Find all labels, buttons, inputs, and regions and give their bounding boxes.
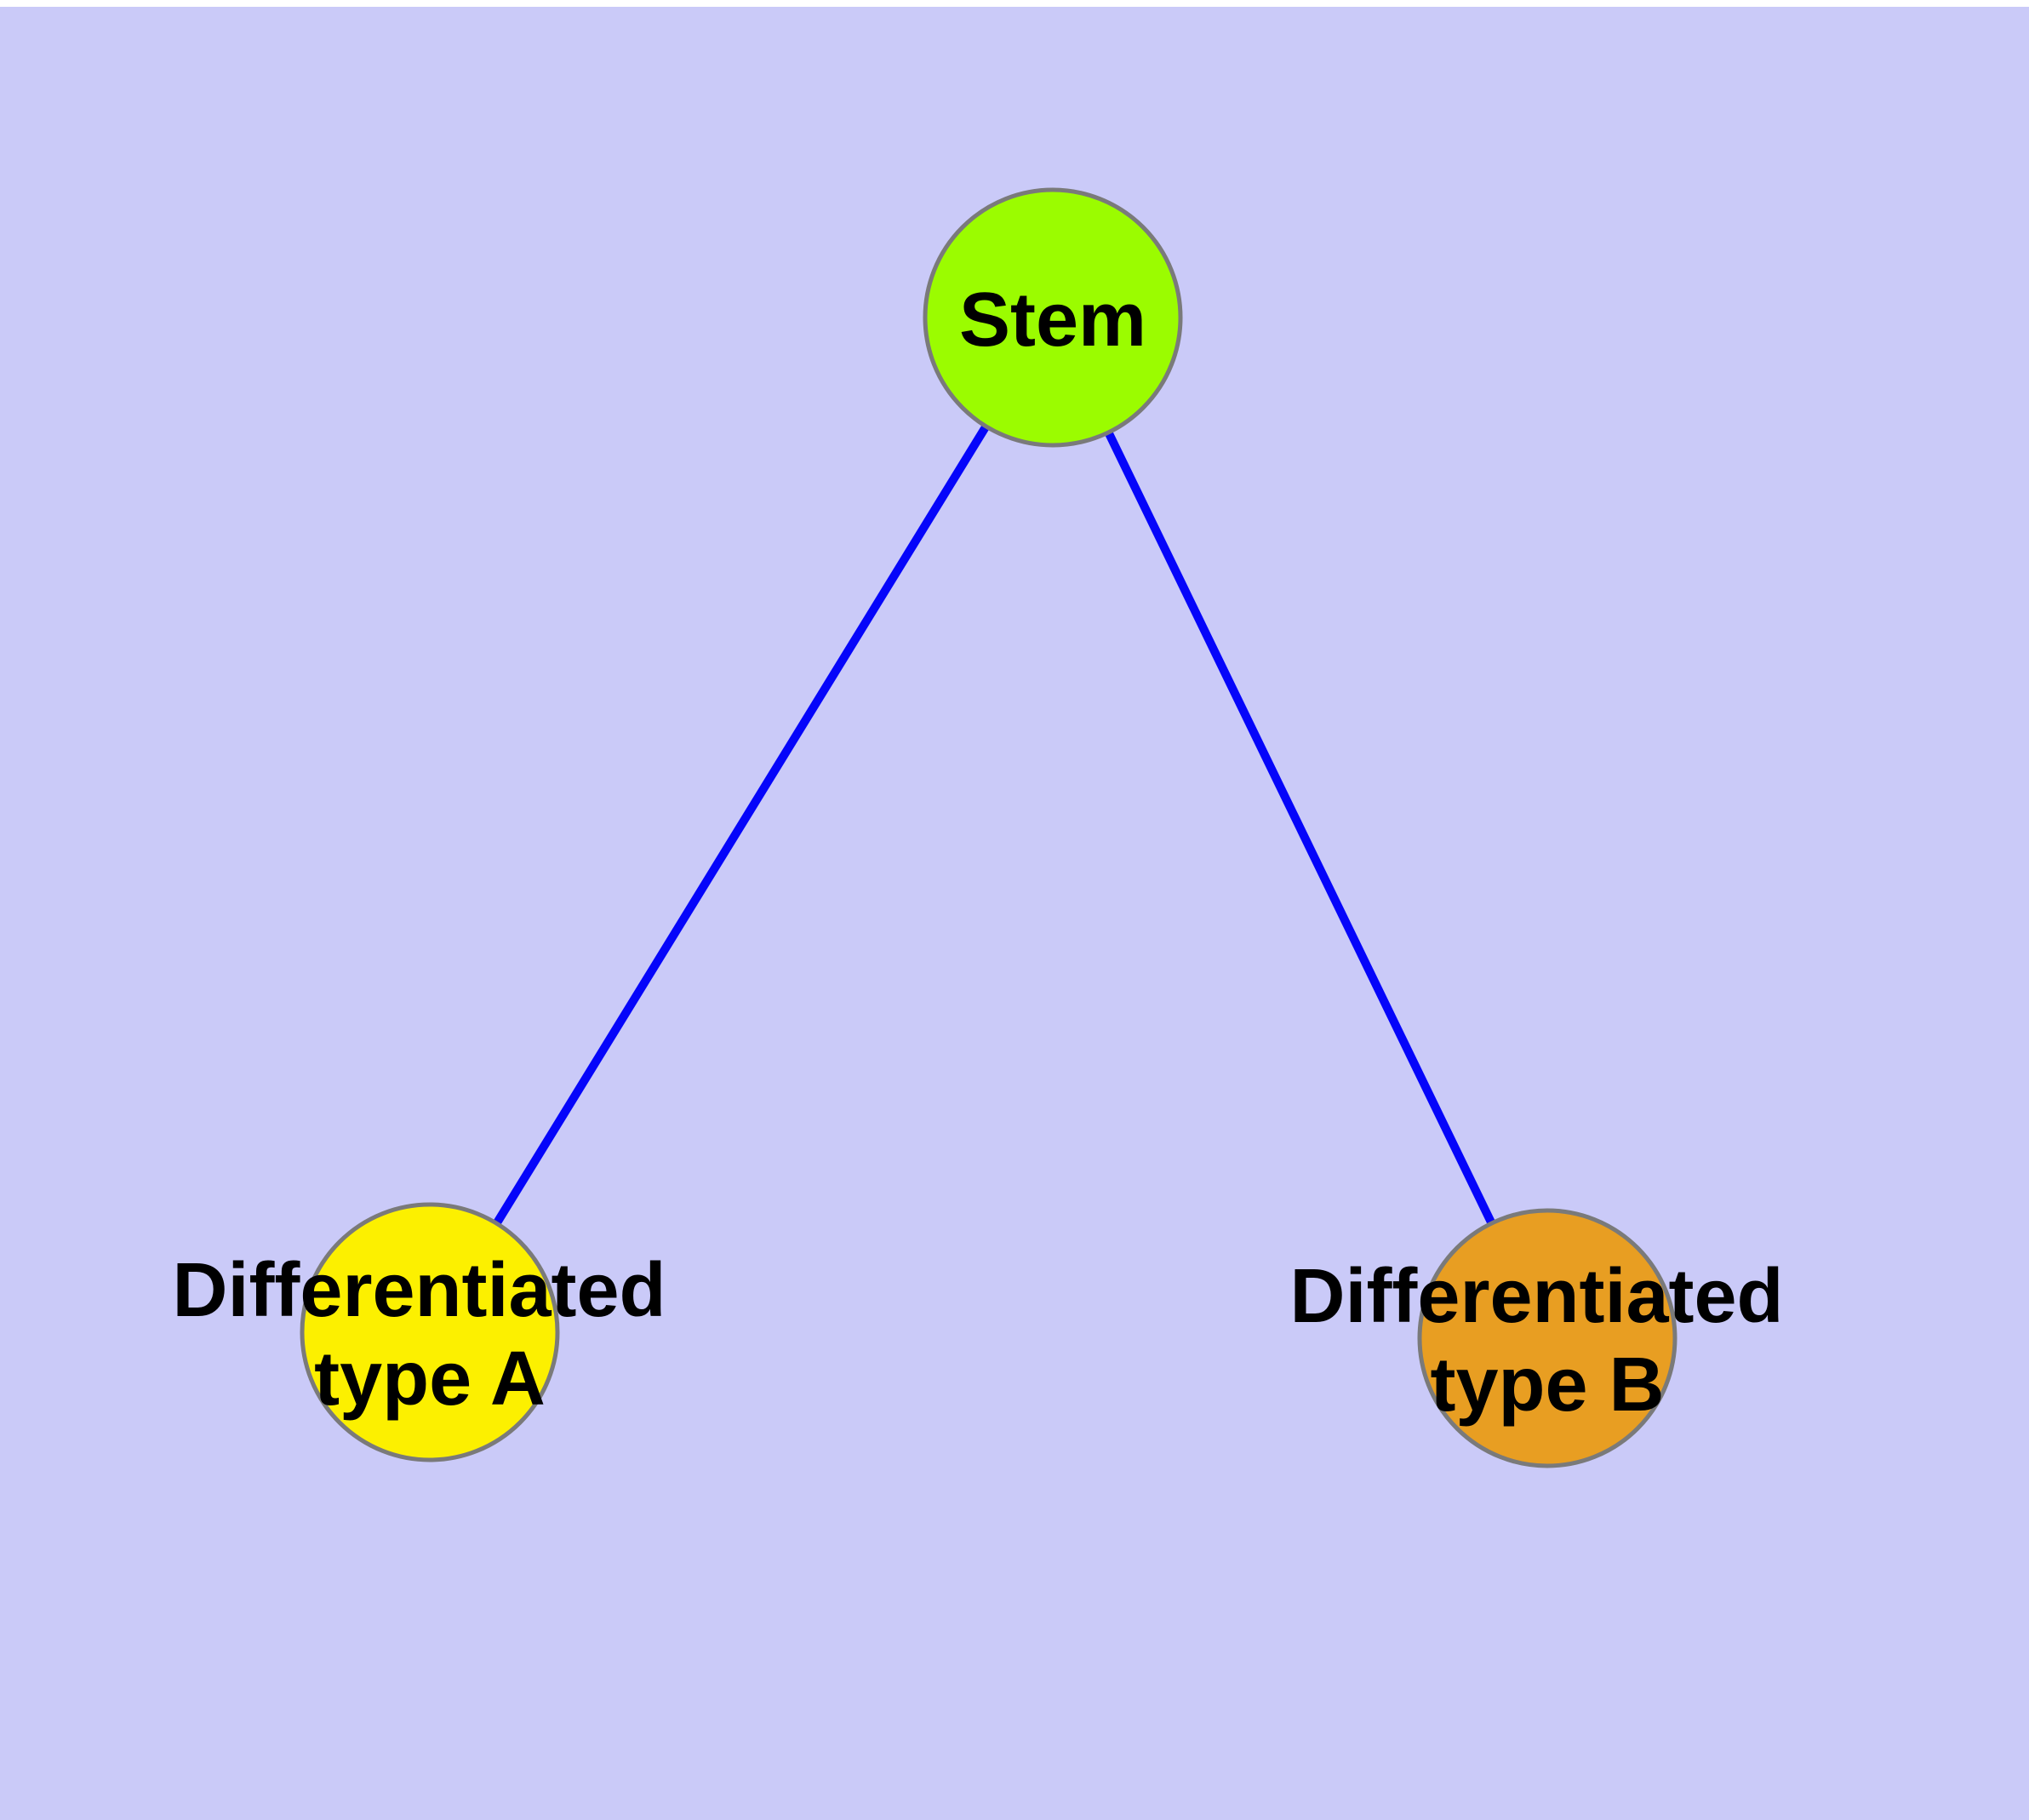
node-type-b-label-line1: Differentiated	[1289, 1254, 1783, 1339]
edge-stem-to-type-b	[1049, 315, 1552, 1341]
node-differentiated-type-b	[1417, 1208, 1677, 1468]
edge-stem-to-type-a	[426, 315, 1057, 1335]
node-differentiated-type-a	[300, 1202, 560, 1462]
node-type-b-label-line2: type B	[1430, 1342, 1664, 1428]
node-type-a-label: Differentiated type A	[172, 1248, 687, 1422]
node-stem	[923, 187, 1183, 448]
node-stem-label-line1: Stem	[959, 278, 1146, 363]
node-type-a-label-line1: Differentiated	[172, 1248, 666, 1333]
node-type-b-label: Differentiated type B	[1289, 1254, 1804, 1428]
node-type-a-label-line2: type A	[314, 1336, 546, 1422]
node-stem-label: Stem	[959, 278, 1146, 363]
